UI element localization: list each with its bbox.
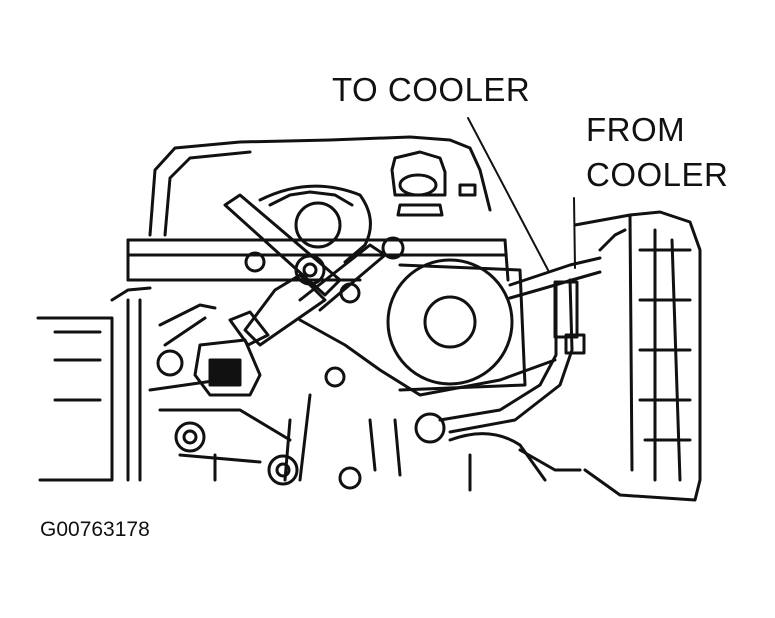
leader-lines [468,118,575,270]
engine-block-lower [38,288,580,490]
to-cooler-label: TO COOLER [332,71,531,108]
pulley-housing [388,260,525,390]
transmission-housing [575,212,700,500]
sensor-unit [195,340,260,395]
from-cooler-label-line1: FROM [586,111,686,148]
bolts [158,238,444,488]
engine-cover [128,137,508,280]
from-cooler-label-line2: COOLER [586,156,729,193]
bracket-arms [225,195,555,395]
filler-cap [392,152,475,215]
cooler-pipes [440,258,600,432]
figure-id: G00763178 [40,518,150,541]
cam-gear [260,186,370,262]
